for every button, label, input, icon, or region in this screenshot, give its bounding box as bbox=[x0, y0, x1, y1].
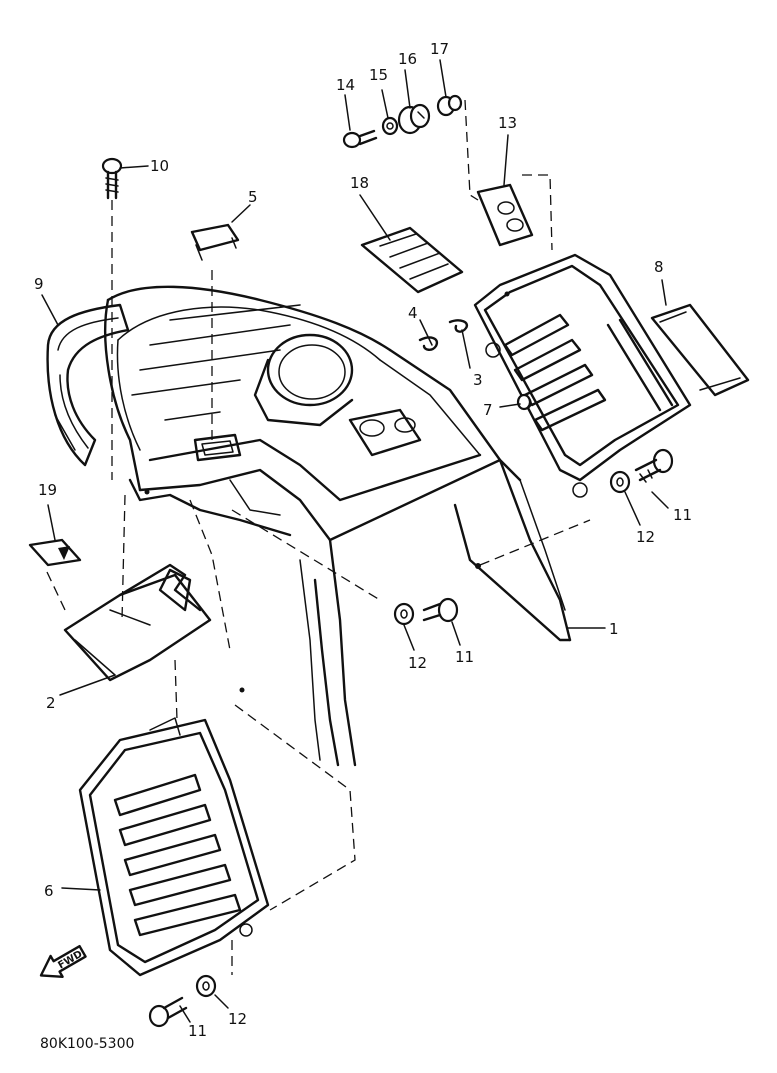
part-5-clip bbox=[190, 223, 240, 261]
part-9-curved-guard bbox=[46, 303, 130, 467]
part-10-screw bbox=[101, 157, 123, 200]
part-12-washer-center bbox=[393, 602, 415, 626]
part-12-washer-right bbox=[609, 470, 631, 494]
part-8-pad bbox=[650, 303, 750, 397]
assembly-lines bbox=[46, 99, 591, 975]
leader-lines bbox=[41, 59, 669, 1023]
part-15-washer bbox=[381, 116, 399, 136]
callout-12-bottom: 12 bbox=[228, 1010, 247, 1028]
callout-5: 5 bbox=[248, 188, 258, 206]
callout-6: 6 bbox=[44, 882, 54, 900]
callout-12-center: 12 bbox=[408, 654, 427, 672]
callout-1: 1 bbox=[609, 620, 619, 638]
part-11-bolt-bottom bbox=[148, 996, 188, 1028]
callout-4: 4 bbox=[408, 304, 418, 322]
fwd-arrow-icon: FWD bbox=[39, 944, 87, 978]
part-2-bracket bbox=[63, 563, 212, 682]
part-3-clip bbox=[448, 319, 469, 333]
callout-8: 8 bbox=[654, 258, 664, 276]
part-14-bolt bbox=[342, 129, 378, 149]
part-11-bolt-right bbox=[634, 448, 674, 483]
part-11-bolt-center bbox=[422, 597, 459, 623]
callout-12-right: 12 bbox=[636, 528, 655, 546]
callout-11-right: 11 bbox=[673, 506, 692, 524]
part-1-front-panel bbox=[104, 285, 572, 767]
part-13-switch-bracket bbox=[476, 183, 534, 247]
part-18-plate bbox=[360, 226, 464, 294]
callout-17: 17 bbox=[430, 40, 449, 58]
part-6-lower-louver-panel bbox=[78, 717, 270, 977]
drawing-code: 80K100-5300 bbox=[40, 1036, 134, 1052]
callout-18: 18 bbox=[350, 174, 369, 192]
part-7-grommet bbox=[516, 393, 532, 411]
callout-11-center: 11 bbox=[455, 648, 474, 666]
callout-7: 7 bbox=[483, 401, 493, 419]
callout-13: 13 bbox=[498, 114, 517, 132]
part-4-clip bbox=[418, 336, 439, 351]
part-12-washer-bottom bbox=[195, 974, 217, 998]
callout-14: 14 bbox=[336, 76, 355, 94]
callouts: 1 2 3 4 5 6 7 8 9 10 11 11 11 12 12 12 1… bbox=[34, 40, 692, 1040]
callout-3: 3 bbox=[473, 371, 483, 389]
part-17-collar bbox=[436, 94, 463, 117]
callout-19: 19 bbox=[38, 481, 57, 499]
callout-2: 2 bbox=[46, 694, 56, 712]
part-16-grommet bbox=[397, 103, 431, 135]
callout-15: 15 bbox=[369, 66, 388, 84]
callout-10: 10 bbox=[150, 157, 169, 175]
callout-11-bottom: 11 bbox=[188, 1022, 207, 1040]
part-19-label bbox=[28, 538, 82, 567]
callout-9: 9 bbox=[34, 275, 44, 293]
callout-16: 16 bbox=[398, 50, 417, 68]
